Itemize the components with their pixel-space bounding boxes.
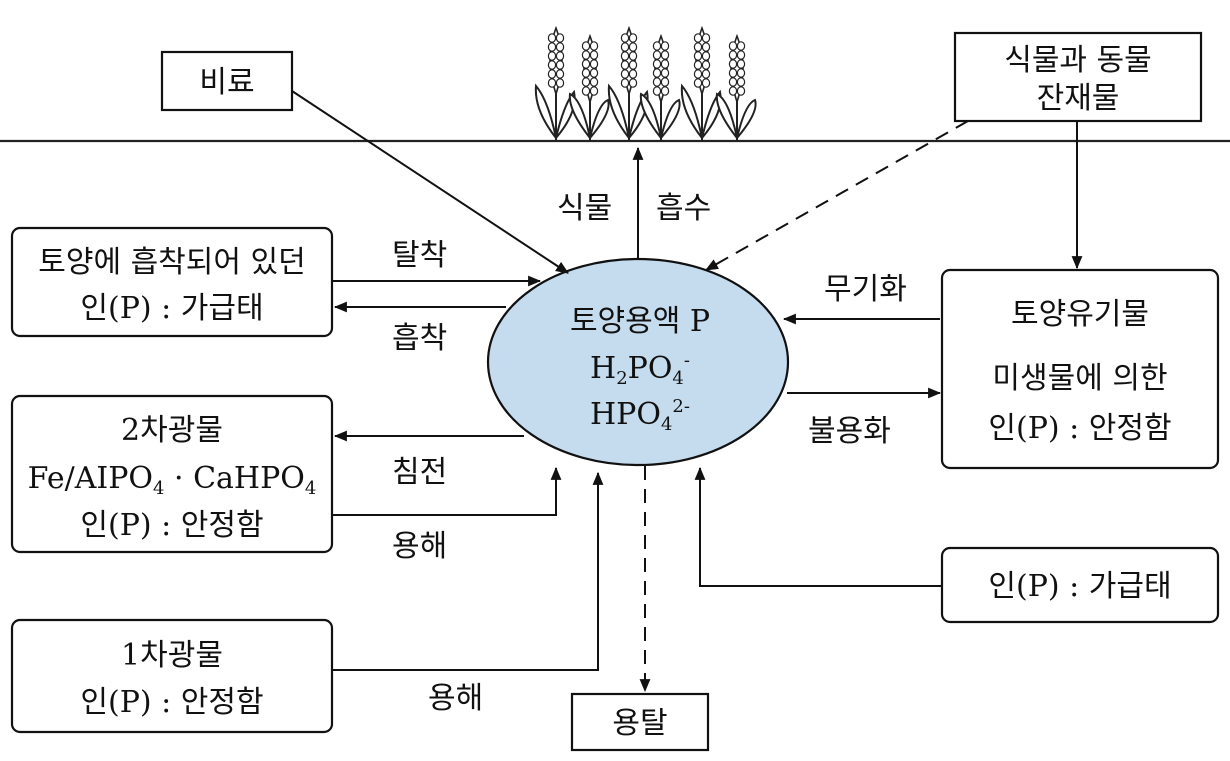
soil-organic-matter-box <box>940 268 1220 470</box>
dissolution-primary-arrow <box>332 471 604 671</box>
dissolution-secondary-arrow <box>332 466 562 516</box>
fertilizer-box <box>160 50 294 112</box>
residue-box <box>953 31 1203 123</box>
adsorbed-label-line1: 토양에 흡착되어 있던 <box>38 245 305 280</box>
soil-solution-p-ellipse <box>486 257 790 467</box>
available-p-label: 인(P) : 가급태 <box>988 569 1171 604</box>
dissolution-secondary-label: 용해 <box>392 529 447 564</box>
leaching-label: 용탈 <box>612 706 667 741</box>
desorption-label: 탈착 <box>392 238 447 273</box>
precipitation-label: 침전 <box>392 455 447 490</box>
mineralization-label: 무기화 <box>824 272 907 307</box>
leaching-box <box>570 692 710 752</box>
secondary-label-line3: 인(P) : 안정함 <box>80 508 263 543</box>
h2po4-formula: H2PO4- <box>590 350 690 389</box>
residue-label-line1: 식물과 동물 <box>1004 43 1152 78</box>
primary-label-line1: 1차광물 <box>121 638 223 673</box>
residue-arrow <box>705 120 969 271</box>
available-p-arrow <box>694 466 942 587</box>
organic-label-line3: 인(P) : 안정함 <box>988 411 1171 446</box>
plant-icon <box>534 25 757 141</box>
immobilization-label: 불용화 <box>808 414 891 449</box>
primary-mineral-box <box>10 618 334 734</box>
soil-solution-title: 토양용액 P <box>570 304 710 339</box>
fertilizer-arrow <box>291 90 569 274</box>
dissolution-primary-label: 용해 <box>428 681 483 716</box>
adsorption-label: 흡착 <box>392 321 447 356</box>
hpo4-formula: HPO42- <box>590 396 690 435</box>
organic-label-line1: 토양유기물 <box>1011 297 1149 332</box>
primary-label-line2: 인(P) : 안정함 <box>80 685 263 720</box>
organic-label-line2: 미생물에 의한 <box>992 361 1167 396</box>
secondary-label-line2: Fe/AIPO4 · CaHPO4 <box>28 461 317 499</box>
plant-uptake-label-1: 식물 <box>557 191 612 226</box>
plant-uptake-label-2: 흡수 <box>656 191 711 226</box>
adsorbed-p-box <box>10 226 334 338</box>
residue-label-line2: 잔재물 <box>1037 81 1120 116</box>
fertilizer-label: 비료 <box>199 65 254 100</box>
secondary-mineral-box <box>10 394 334 554</box>
adsorbed-label-line2: 인(P) : 가급태 <box>80 291 263 326</box>
secondary-label-line1: 2차광물 <box>121 413 223 448</box>
